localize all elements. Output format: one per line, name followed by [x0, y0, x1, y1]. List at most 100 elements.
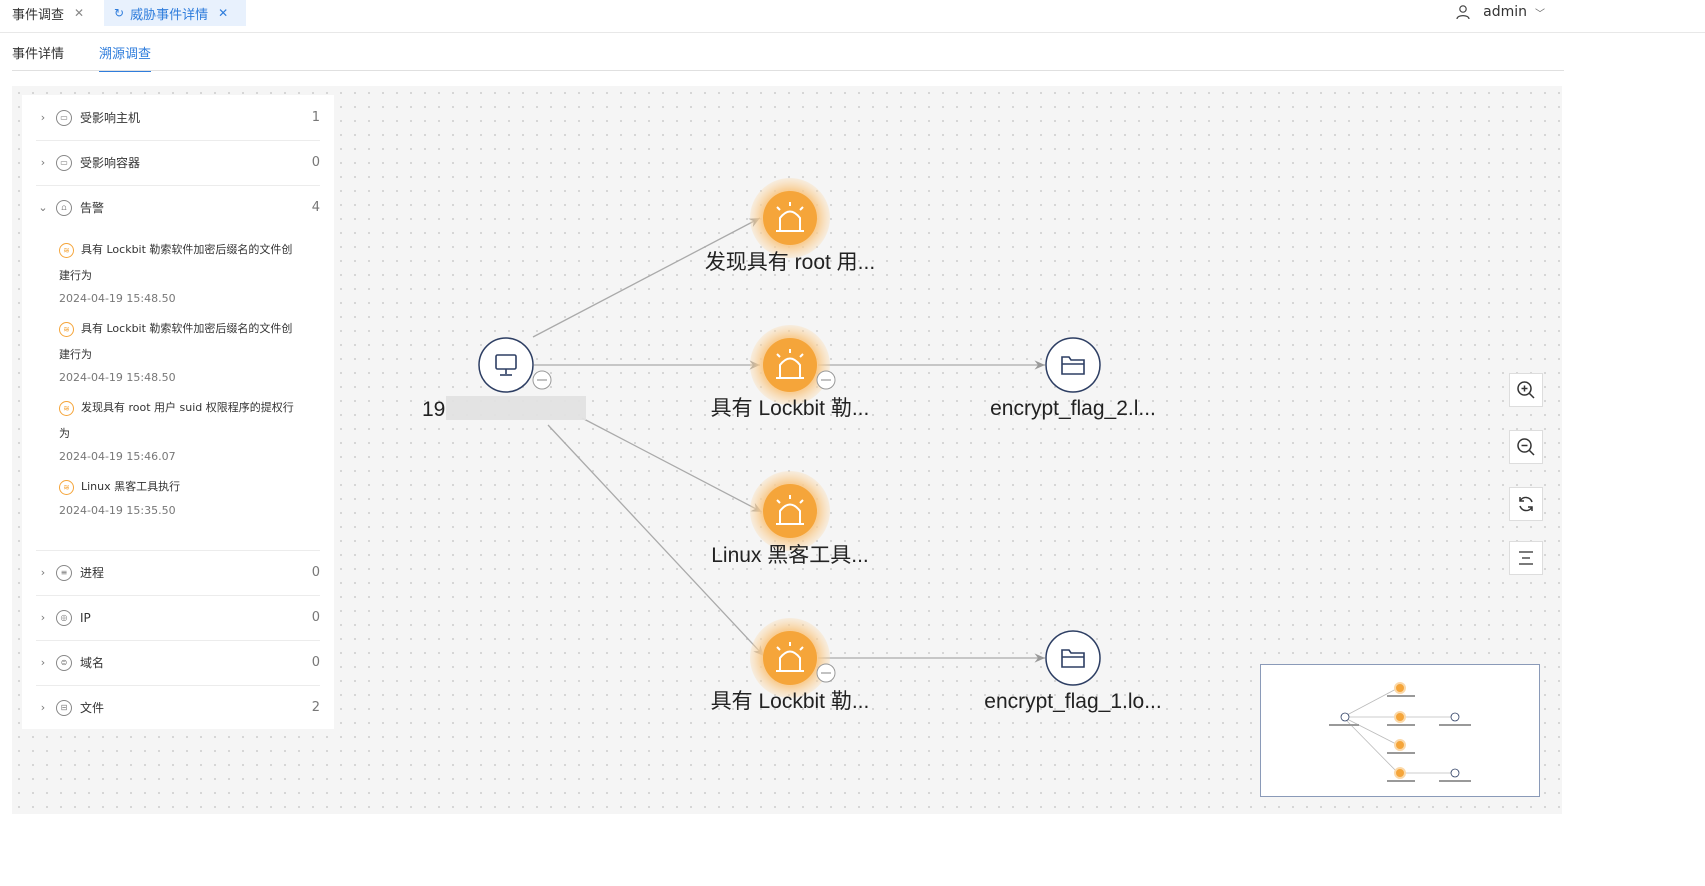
alert-title-cont: 为	[59, 427, 70, 440]
close-icon[interactable]: ✕	[74, 6, 85, 20]
category-count: 1	[311, 110, 320, 125]
minimap[interactable]	[1260, 664, 1540, 797]
alert-node-lockbit-1[interactable]	[750, 325, 836, 405]
zoom-out-button[interactable]	[1509, 430, 1543, 464]
collapse-icon[interactable]	[816, 663, 836, 683]
alert-time: 2024-04-19 15:48.50	[59, 371, 176, 384]
entity-panel: › ▭ 受影响主机 1 › ▭ 受影响容器 0 ⌄ ⩍ 告警 4 ≋ 具有 Loc…	[22, 95, 334, 729]
node-label: 具有 Lockbit 勒...	[711, 690, 870, 713]
sub-tabs: 事件详情 溯源调查	[0, 33, 1705, 72]
alert-list-item[interactable]: ≋具有 Lockbit 勒索软件加密后缀名的文件创 建行为 2024-04-19…	[59, 237, 309, 305]
refresh-icon[interactable]: ↻	[114, 6, 125, 20]
file-node-flag-2[interactable]	[1045, 337, 1101, 393]
tab-label: 事件调查	[12, 7, 65, 23]
username: admin	[1483, 4, 1527, 20]
category-count: 0	[311, 610, 320, 625]
node-label: Linux 黑客工具...	[711, 544, 869, 567]
category-label: 进程	[80, 566, 105, 580]
alert-node-root-suid[interactable]	[750, 178, 830, 258]
alert-list-item[interactable]: ≋ 发现具有 root 用户 suid 权限程序的提权行 为 2024-04-19…	[59, 395, 309, 463]
redacted-mask	[446, 396, 586, 420]
category-label: 受影响主机	[80, 111, 141, 125]
edge	[581, 417, 763, 513]
alert-title: Linux 黑客工具执行	[81, 480, 181, 493]
alert-icon: ≋	[59, 242, 74, 258]
tab-trace-investigation[interactable]: 溯源调查	[99, 43, 152, 72]
folder-icon	[1061, 356, 1085, 375]
collapse-icon[interactable]	[816, 370, 836, 390]
category-label: 告警	[80, 201, 105, 215]
category-affected-host[interactable]: › ▭ 受影响主机 1	[36, 95, 320, 141]
user-icon	[1456, 5, 1470, 20]
chevron-down-icon: ⌄	[38, 201, 48, 214]
alert-list-item[interactable]: ≋具有 Lockbit 勒索软件加密后缀名的文件创 建行为 2024-04-19…	[59, 316, 309, 384]
alert-time: 2024-04-19 15:35.50	[59, 504, 176, 517]
collapse-icon[interactable]	[532, 370, 552, 390]
category-ip[interactable]: › ◎ IP 0	[36, 595, 320, 641]
alert-time: 2024-04-19 15:46.07	[59, 450, 176, 463]
category-count: 0	[311, 565, 320, 580]
category-file[interactable]: › ⊟ 文件 2	[36, 685, 320, 730]
fit-view-button[interactable]	[1509, 541, 1543, 575]
process-icon: ≡	[56, 564, 72, 581]
folder-icon	[1061, 649, 1085, 668]
chevron-down-icon: ﹀	[1535, 8, 1545, 20]
category-label: 受影响容器	[80, 156, 141, 170]
category-alert[interactable]: ⌄ ⩍ 告警 4	[36, 185, 320, 230]
alert-title: 发现具有 root 用户 suid 权限程序的提权行	[81, 401, 294, 414]
alert-node-linux-hacker-tool[interactable]	[750, 471, 830, 551]
tab-threat-event-detail[interactable]: ↻ 威胁事件详情 ✕	[104, 0, 246, 26]
refresh-icon	[1519, 496, 1533, 512]
alarm-icon: ⩍	[56, 199, 72, 216]
zoom-in-button[interactable]	[1509, 373, 1543, 407]
alert-list-item[interactable]: ≋ Linux 黑客工具执行 2024-04-19 15:35.50	[59, 474, 309, 517]
node-label: encrypt_flag_2.l...	[990, 397, 1156, 420]
category-count: 0	[311, 155, 320, 170]
alert-icon: ≋	[59, 479, 74, 495]
category-affected-container[interactable]: › ▭ 受影响容器 0	[36, 140, 320, 186]
chevron-right-icon: ›	[40, 566, 46, 579]
top-tab-bar: 事件调查 ✕ ↻ 威胁事件详情 ✕ admin ﹀	[0, 0, 1705, 33]
category-count: 0	[311, 655, 320, 670]
chevron-right-icon: ›	[40, 701, 46, 714]
zoom-in-icon	[1517, 381, 1535, 399]
file-node-flag-1[interactable]	[1045, 630, 1101, 686]
user-menu[interactable]: admin ﹀	[1455, 4, 1545, 20]
tab-event-investigation[interactable]: 事件调查 ✕	[12, 0, 84, 26]
alarm-icon	[776, 202, 804, 232]
category-domain[interactable]: › ⊜ 域名 0	[36, 640, 320, 686]
edge	[547, 424, 765, 657]
category-label: 域名	[80, 656, 105, 670]
alert-icon: ≋	[59, 400, 74, 416]
globe-icon: ⊜	[56, 654, 72, 671]
category-label: 文件	[80, 701, 105, 715]
alert-title: 具有 Lockbit 勒索软件加密后缀名的文件创	[81, 243, 293, 256]
node-label: 发现具有 root 用...	[705, 251, 875, 274]
host-node[interactable]	[478, 337, 552, 393]
alarm-icon	[776, 349, 804, 379]
zoom-out-icon	[1517, 438, 1535, 456]
chevron-right-icon: ›	[40, 156, 46, 169]
category-label: IP	[80, 610, 91, 625]
host-label: 19	[422, 398, 445, 421]
folder-icon: ⊟	[56, 699, 72, 716]
alert-title: 具有 Lockbit 勒索软件加密后缀名的文件创	[81, 322, 293, 335]
host-icon: ▭	[56, 109, 72, 126]
tab-event-detail[interactable]: 事件详情	[12, 47, 65, 62]
category-count: 4	[311, 200, 320, 215]
divider	[12, 70, 1564, 71]
alert-node-lockbit-2[interactable]	[750, 618, 836, 698]
edge	[532, 217, 761, 338]
alert-icon: ≋	[59, 321, 74, 337]
alarm-icon	[776, 495, 804, 525]
reset-button[interactable]	[1509, 487, 1543, 521]
category-count: 2	[311, 700, 320, 715]
category-process[interactable]: › ≡ 进程 0	[36, 550, 320, 596]
minimap-graph	[1329, 682, 1471, 782]
align-center-icon	[1519, 551, 1533, 565]
chevron-right-icon: ›	[40, 111, 46, 124]
graph-edges	[532, 217, 1045, 663]
tab-label: 威胁事件详情	[130, 7, 209, 23]
close-icon[interactable]: ✕	[218, 6, 229, 20]
